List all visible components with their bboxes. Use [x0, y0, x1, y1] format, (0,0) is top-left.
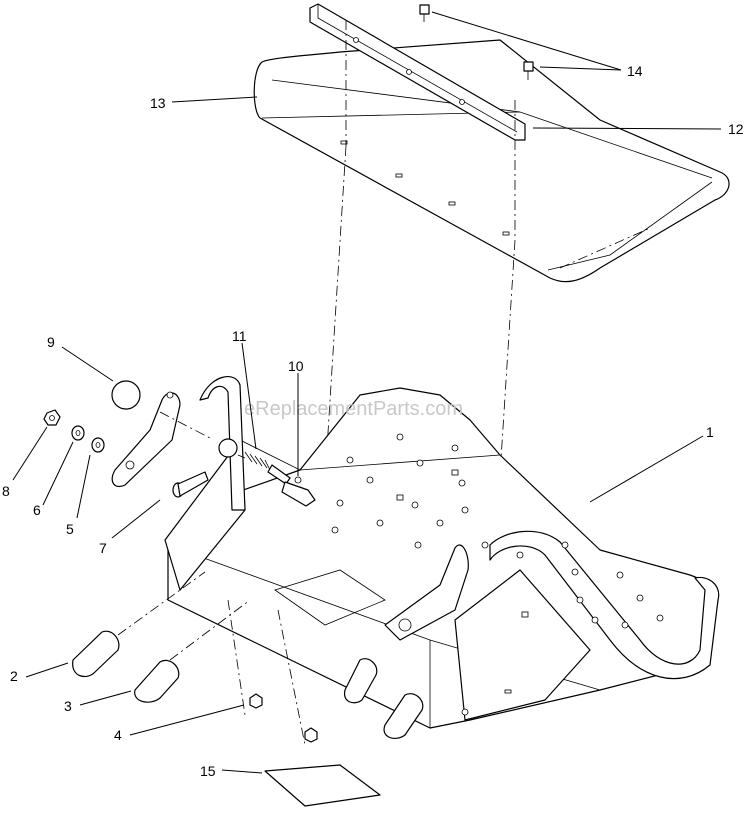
bumper-3 — [134, 659, 180, 703]
callout-1: 1 — [706, 424, 714, 440]
deflector-shield — [253, 39, 730, 283]
callout-5: 5 — [66, 521, 74, 537]
mounting-bracket — [309, 3, 526, 141]
callout-11: 11 — [232, 328, 247, 344]
callout-12: 12 — [728, 121, 744, 137]
watermark-text: eReplacementParts.com — [244, 398, 463, 420]
spring-11 — [218, 438, 291, 485]
bumper-2 — [72, 630, 120, 678]
nut-8 — [43, 409, 61, 426]
callout-13: 13 — [150, 95, 166, 111]
footrest-platform — [164, 376, 720, 729]
callout-10: 10 — [288, 358, 304, 374]
callout-14: 14 — [627, 63, 643, 79]
callout-6: 6 — [33, 502, 41, 518]
callout-4: 4 — [114, 727, 122, 743]
carriage-bolt-7 — [172, 471, 209, 498]
bolt-14-lower — [523, 61, 534, 80]
bushing-5 — [91, 437, 105, 453]
left-pivot-arm — [111, 391, 181, 488]
deck-holes — [331, 433, 664, 716]
callout-8: 8 — [2, 483, 10, 499]
nut-4 — [249, 693, 263, 709]
nut-4-lower — [304, 727, 318, 743]
bumper-right-mounted — [383, 693, 424, 739]
pad-15 — [264, 764, 381, 807]
callout-7: 7 — [99, 540, 107, 556]
knob-9 — [111, 380, 141, 410]
callout-3: 3 — [64, 698, 72, 714]
bolt-14-upper — [419, 4, 430, 22]
callout-9: 9 — [47, 334, 55, 350]
pin-10 — [281, 476, 316, 507]
callout-15: 15 — [200, 763, 216, 779]
washer-6 — [71, 425, 85, 441]
bumper-left-mounted — [343, 658, 378, 704]
callout-2: 2 — [10, 668, 18, 684]
